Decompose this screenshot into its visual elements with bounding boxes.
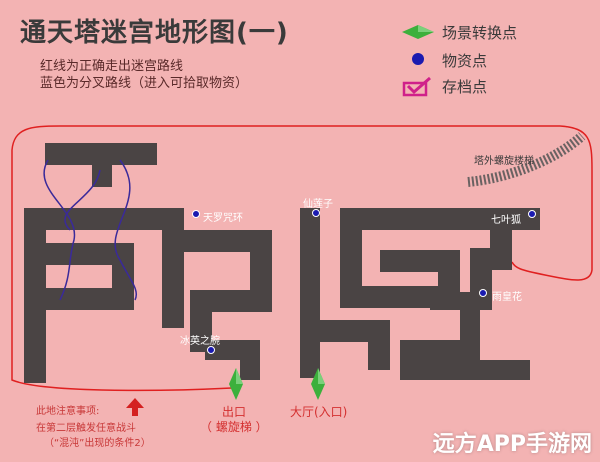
legend-transfer-label: 场景转换点 (442, 24, 518, 42)
resource-tianluo-dot (192, 210, 200, 218)
exit-transfer-icon (229, 368, 243, 400)
resource-yuhuang-dot (479, 289, 487, 297)
legend-save-label: 存档点 (442, 78, 488, 96)
label-outer-stairs: 塔外螺旋楼梯 (474, 156, 534, 167)
resource-xianlian-dot (312, 209, 320, 217)
resource-qiye-dot (528, 210, 536, 218)
transfer-point-icon (402, 25, 434, 39)
label-bingying: 冰英之腕 (180, 336, 220, 347)
label-qiye: 七叶狐 (491, 215, 521, 226)
label-hall: 大厅(入口) (290, 405, 348, 419)
resource-point-icon (412, 53, 424, 65)
up-arrow-icon (126, 398, 144, 416)
watermark: 远方APP手游网 (432, 432, 592, 457)
resource-bingying-dot (207, 346, 215, 354)
note-title: 此地注意事项: (36, 406, 100, 417)
label-exit-sub: （ 螺旋梯 ） (200, 420, 268, 434)
label-yuhuang: 雨皇花 (492, 292, 522, 303)
note-line-3: （“混沌”出现的条件2） (44, 438, 151, 449)
note-line-2: 在第二层触发任意战斗 (36, 423, 136, 434)
blue-route-note: 蓝色为分叉路线（进入可拾取物资） (40, 76, 249, 91)
save-point-icon (402, 76, 431, 97)
blue-routes (43, 159, 137, 301)
red-route (11, 125, 593, 392)
maze-walls (24, 143, 540, 383)
map-title: 通天塔迷宫地形图(一) (20, 18, 289, 48)
red-route-note: 红线为正确走出迷宫路线 (40, 59, 184, 74)
legend-resource-label: 物资点 (442, 52, 488, 70)
label-tianluo: 天罗咒环 (203, 213, 243, 224)
hall-transfer-icon (311, 368, 325, 400)
label-exit: 出口 (222, 405, 247, 419)
outer-stairs (467, 132, 586, 187)
label-xianlian: 仙莲子 (303, 199, 333, 210)
